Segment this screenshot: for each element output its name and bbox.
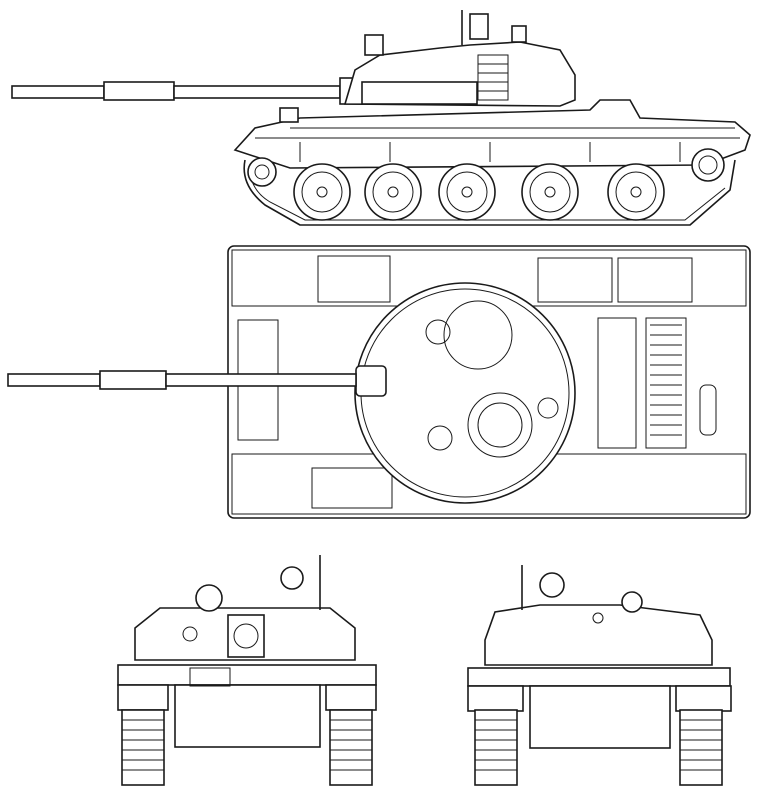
top-turret [354, 282, 576, 504]
side-track [243, 148, 736, 226]
rear-view [467, 565, 732, 786]
side-gun-barrel [11, 77, 363, 105]
top-view [7, 245, 751, 519]
rear-track-right [679, 709, 723, 786]
side-turret [343, 10, 576, 107]
front-view [117, 555, 377, 786]
top-gun-barrel [7, 370, 357, 390]
front-track-right [329, 709, 373, 786]
front-track-left [121, 709, 165, 786]
side-view [11, 10, 751, 226]
side-hull [233, 99, 751, 169]
rear-track-left [474, 709, 518, 786]
